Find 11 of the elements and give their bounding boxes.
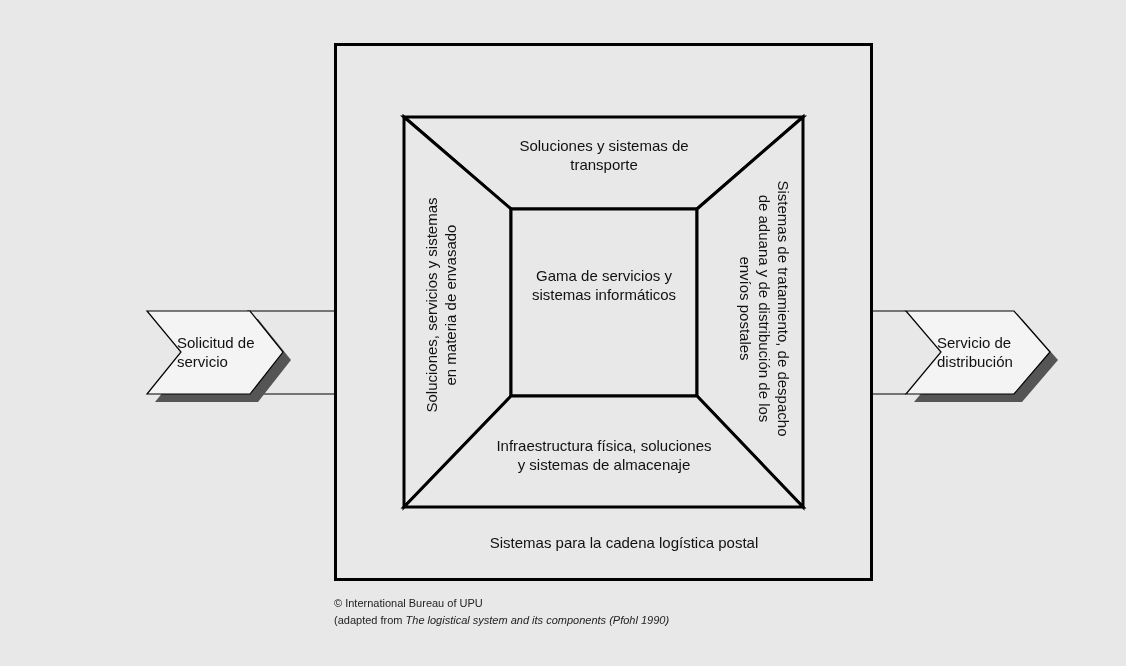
node-label: Gama de servicios y sistemas informáticos bbox=[530, 266, 678, 304]
node-label: Soluciones, servicios y sistemas en materia de envasado bbox=[422, 196, 460, 415]
node-label: Servicio de distribución bbox=[937, 333, 1014, 371]
node-label: Sistemas para la cadena logística postal bbox=[488, 532, 760, 552]
trapezoid-panel bbox=[511, 209, 697, 396]
source-note: © International Bureau of UPU bbox=[334, 597, 483, 609]
node-label: Soluciones y sistemas de transporte bbox=[518, 136, 690, 174]
band-connector bbox=[872, 310, 907, 395]
source-note: (adapted from The logistical system and its components (Pfohl 1990) bbox=[334, 614, 670, 626]
chevron-shape bbox=[906, 311, 1056, 403]
system-frame bbox=[334, 43, 873, 581]
